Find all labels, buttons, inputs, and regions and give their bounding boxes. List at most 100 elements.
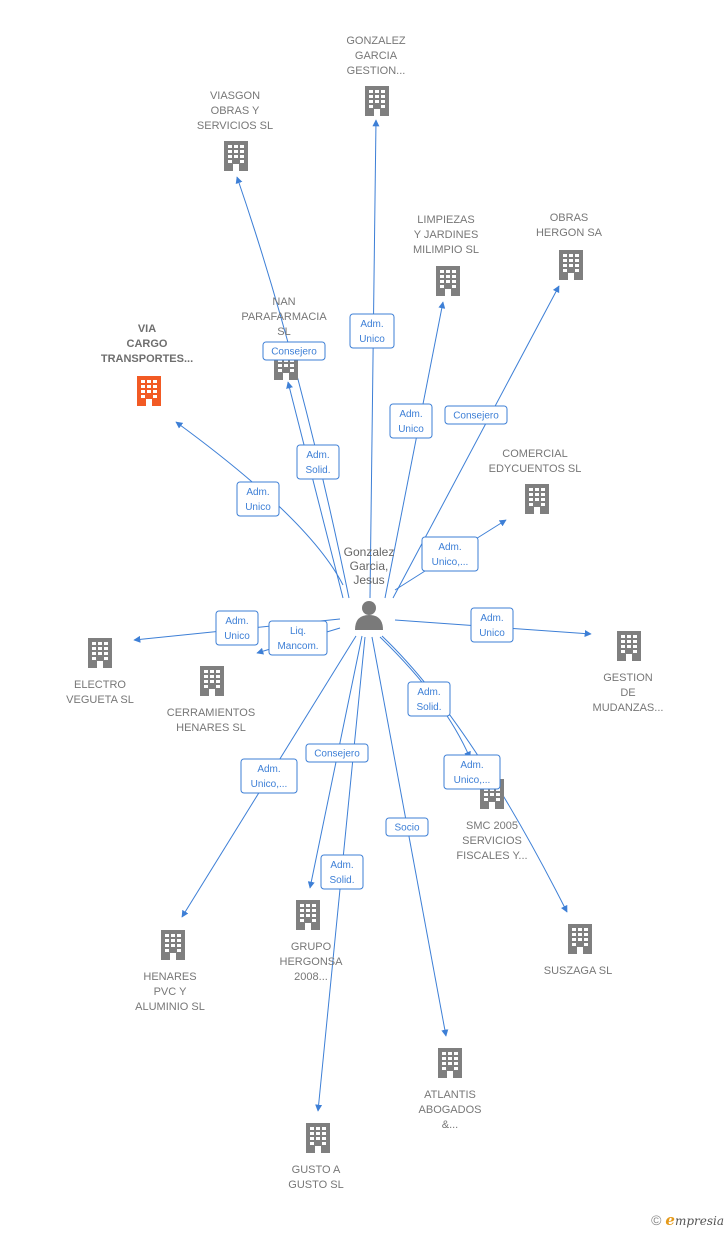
relation-label: Adm.Unico (359, 319, 385, 345)
badge-box (407, 681, 451, 717)
building-icon (436, 266, 460, 296)
building-icon (559, 250, 583, 280)
badge-box (385, 817, 429, 837)
building-icon (617, 631, 641, 661)
relation-badge[interactable]: Consejero (262, 341, 326, 361)
badge-box (470, 607, 514, 643)
edge-nan-parafarmacia (286, 381, 344, 599)
badge-box (296, 444, 340, 480)
edge-viasgon (235, 176, 350, 599)
relation-label: Adm.Unico,... (432, 542, 469, 568)
relation-badge[interactable]: Adm.Solid. (296, 444, 340, 480)
relation-badge[interactable]: Adm.Unico,... (240, 758, 298, 794)
relation-badge[interactable]: Adm.Unico (215, 610, 259, 646)
edge-gonzalez-garcia-gestion (369, 119, 380, 599)
badge-box (320, 854, 364, 890)
badge-box (349, 313, 395, 349)
edge-via-cargo (175, 421, 344, 586)
badge-box (421, 536, 479, 572)
relation-label: Consejero (314, 749, 360, 760)
relation-label: Adm.Solid. (416, 687, 441, 713)
badge-box (389, 403, 433, 439)
relation-badge[interactable]: Adm.Unico,... (421, 536, 479, 572)
footer-brand: © empresia (651, 1211, 724, 1229)
relation-badge[interactable]: Adm.Solid. (320, 854, 364, 890)
relation-badge[interactable]: Consejero (305, 743, 369, 763)
relation-label: Adm.Unico (224, 616, 250, 642)
building-icon (525, 484, 549, 514)
relation-badge[interactable]: Socio (385, 817, 429, 837)
building-icon (365, 86, 389, 116)
relation-badge[interactable]: Adm.Unico,... (443, 754, 501, 790)
relation-badge[interactable]: Adm.Unico (470, 607, 514, 643)
badge-box (268, 620, 328, 656)
relation-label: Liq.Mancom. (277, 626, 318, 652)
relation-label: Adm.Unico,... (251, 764, 288, 790)
relation-badge[interactable]: Adm.Solid. (407, 681, 451, 717)
building-icon (306, 1123, 330, 1153)
badge-box (240, 758, 298, 794)
relation-badge[interactable]: Consejero (444, 405, 508, 425)
badge-box (443, 754, 501, 790)
relation-label: Adm.Unico,... (454, 760, 491, 786)
badge-box (305, 743, 369, 763)
building-icon (137, 376, 161, 406)
building-icon (438, 1048, 462, 1078)
relation-label: Adm.Unico (398, 409, 424, 435)
edge-obras-hergon (392, 285, 560, 599)
building-icon (224, 141, 248, 171)
building-icon (200, 666, 224, 696)
relation-label: Adm.Solid. (305, 450, 330, 476)
copyright-symbol: © (651, 1212, 662, 1228)
person-icon (355, 601, 383, 630)
company-node-suszaga[interactable]: SUSZAGA SL (544, 924, 612, 977)
edge-limpiezas (384, 301, 446, 599)
relation-label: Adm.Solid. (329, 860, 354, 886)
relation-label: Consejero (453, 411, 499, 422)
relation-badge[interactable]: Liq.Mancom. (268, 620, 328, 656)
relation-badge[interactable]: Adm.Unico (349, 313, 395, 349)
edge-suszaga (381, 635, 568, 913)
brand-logo[interactable]: empresia (665, 1211, 724, 1229)
relation-badge[interactable]: Adm.Unico (389, 403, 433, 439)
relation-label: Adm.Unico (479, 613, 505, 639)
badge-box (444, 405, 508, 425)
building-icon (88, 638, 112, 668)
relation-badge[interactable]: Adm.Unico (236, 481, 280, 517)
building-icon (296, 900, 320, 930)
company-label: SUSZAGA SL (544, 965, 612, 977)
relation-label: Consejero (271, 347, 317, 358)
badge-box (215, 610, 259, 646)
badge-box (236, 481, 280, 517)
